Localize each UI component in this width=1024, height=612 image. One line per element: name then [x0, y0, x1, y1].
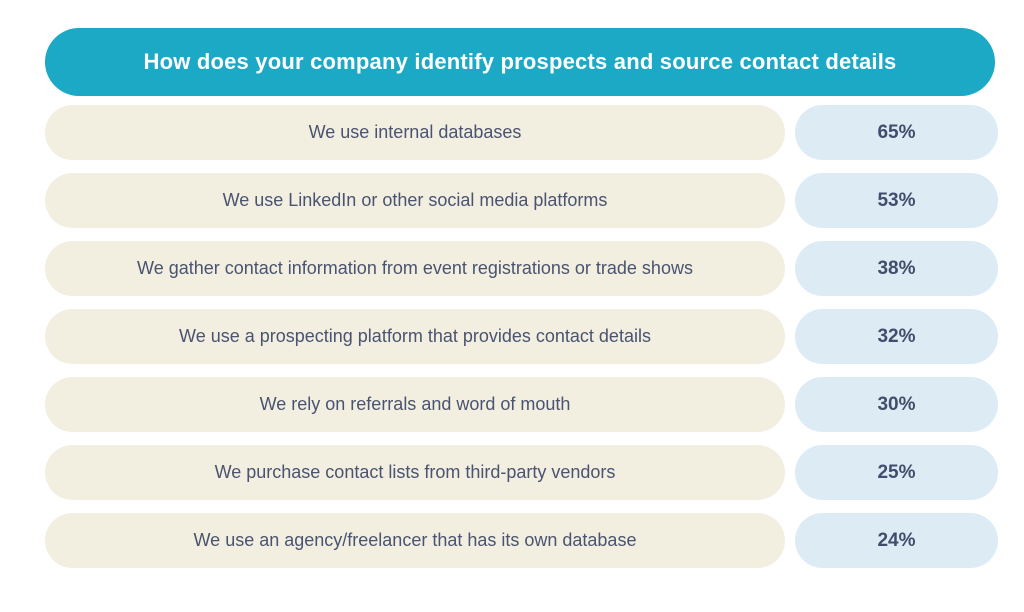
percentage-label: 53%	[877, 189, 916, 211]
answer-label: We purchase contact lists from third-par…	[214, 462, 616, 482]
answer-pill: We use an agency/freelancer that has its…	[45, 513, 785, 568]
percentage-label: 25%	[877, 461, 916, 483]
percentage-label: 32%	[877, 325, 916, 347]
percentage-pill: 65%	[795, 105, 998, 160]
table-row: We purchase contact lists from third-par…	[45, 445, 998, 500]
answer-pill: We use a prospecting platform that provi…	[45, 309, 785, 364]
answer-label: We rely on referrals and word of mouth	[259, 394, 571, 414]
chart-title: How does your company identify prospects…	[143, 49, 897, 74]
answer-pill: We use LinkedIn or other social media pl…	[45, 173, 785, 228]
table-row: We use a prospecting platform that provi…	[45, 309, 998, 364]
percentage-pill: 24%	[795, 513, 998, 568]
answer-label: We use LinkedIn or other social media pl…	[222, 190, 608, 210]
answer-label: We use internal databases	[308, 122, 522, 142]
percentage-label: 65%	[877, 121, 916, 143]
answer-pill: We purchase contact lists from third-par…	[45, 445, 785, 500]
percentage-pill: 53%	[795, 173, 998, 228]
table-row: We use LinkedIn or other social media pl…	[45, 173, 998, 228]
table-row: We use internal databases 65%	[45, 105, 998, 160]
percentage-pill: 30%	[795, 377, 998, 432]
percentage-label: 30%	[877, 393, 916, 415]
chart-title-pill: How does your company identify prospects…	[45, 28, 995, 96]
table-row: We rely on referrals and word of mouth 3…	[45, 377, 998, 432]
answer-pill: We gather contact information from event…	[45, 241, 785, 296]
percentage-label: 38%	[877, 257, 916, 279]
percentage-pill: 25%	[795, 445, 998, 500]
answer-label: We use an agency/freelancer that has its…	[193, 530, 637, 550]
percentage-label: 24%	[877, 529, 916, 551]
percentage-pill: 32%	[795, 309, 998, 364]
survey-rows: We use internal databases 65% We use Lin…	[45, 105, 998, 568]
chart-content: How does your company identify prospects…	[45, 28, 998, 568]
table-row: We gather contact information from event…	[45, 241, 998, 296]
percentage-pill: 38%	[795, 241, 998, 296]
answer-pill: We use internal databases	[45, 105, 785, 160]
table-row: We use an agency/freelancer that has its…	[45, 513, 998, 568]
answer-pill: We rely on referrals and word of mouth	[45, 377, 785, 432]
answer-label: We use a prospecting platform that provi…	[179, 326, 651, 346]
answer-label: We gather contact information from event…	[137, 258, 693, 278]
